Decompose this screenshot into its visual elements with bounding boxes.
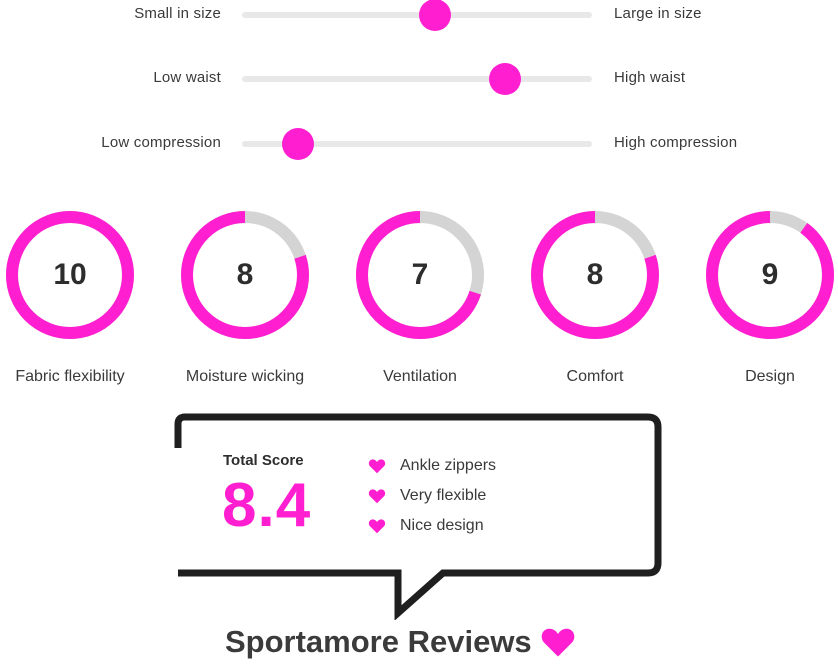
total-score-label: Total Score	[223, 452, 304, 469]
pro-text: Ankle zippers	[400, 457, 497, 474]
slider-right-label: High waist	[614, 69, 686, 86]
rating-score: 10	[53, 258, 87, 291]
list-item: Nice design	[368, 511, 496, 541]
rating-score: 8	[586, 258, 604, 291]
pro-text: Very flexible	[400, 487, 487, 504]
slider-knob[interactable]	[488, 63, 521, 95]
rating-ring-ventilation: 7	[350, 205, 490, 345]
ring-fill	[356, 211, 484, 339]
pros-list: Ankle zippers Very flexible Nice design	[368, 451, 496, 541]
list-item: Very flexible	[368, 481, 496, 511]
rating-label: Comfort	[566, 368, 624, 385]
ring-fill	[531, 211, 659, 339]
ring-gauge	[706, 211, 834, 339]
rating-score: 9	[761, 258, 779, 291]
ring-fill	[6, 211, 134, 339]
heart-icon	[541, 628, 574, 657]
ring-gauge	[531, 211, 659, 339]
ring-fill	[706, 211, 834, 339]
slider-track[interactable]	[242, 76, 592, 82]
rating-ring-comfort: 8	[525, 205, 665, 345]
ring-gauge	[181, 211, 309, 339]
rating-label: Fabric flexibility	[15, 368, 125, 385]
heart-icon	[368, 459, 386, 474]
footer-brand: Sportamore Reviews	[225, 624, 576, 660]
heart-icon	[368, 489, 386, 504]
slider-knob[interactable]	[418, 0, 451, 31]
slider-left-label: Small in size	[134, 5, 221, 22]
rating-score: 8	[236, 258, 254, 291]
slider-compression[interactable]: Low compression High compression	[0, 126, 838, 162]
brand-name: Sportamore Reviews	[225, 624, 532, 659]
rating-ring-design: 9	[700, 205, 838, 345]
slider-track[interactable]	[242, 12, 592, 18]
ring-gauge	[356, 211, 484, 339]
slider-left-label: Low compression	[101, 134, 221, 151]
ring-fill	[181, 211, 309, 339]
list-item: Ankle zippers	[368, 451, 496, 481]
rating-ring-fabric-flexibility: 10	[0, 205, 140, 345]
rating-ring-moisture-wicking: 8	[175, 205, 315, 345]
slider-waist[interactable]: Low waist High waist	[0, 61, 838, 97]
slider-right-label: High compression	[614, 134, 738, 151]
total-score-value: 8.4	[222, 471, 312, 540]
slider-right-label: Large in size	[614, 5, 702, 22]
rating-label: Ventilation	[383, 368, 457, 385]
speech-bubble	[174, 413, 662, 620]
rating-label: Moisture wicking	[185, 368, 305, 385]
pro-text: Nice design	[400, 517, 484, 534]
slider-track[interactable]	[242, 141, 592, 147]
rating-score: 7	[411, 258, 429, 291]
slider-size[interactable]: Small in size Large in size	[0, 0, 838, 33]
ring-gauge	[6, 211, 134, 339]
heart-icon	[368, 519, 386, 534]
slider-knob[interactable]	[282, 128, 314, 160]
slider-left-label: Low waist	[153, 69, 221, 86]
rating-label: Design	[745, 368, 795, 385]
